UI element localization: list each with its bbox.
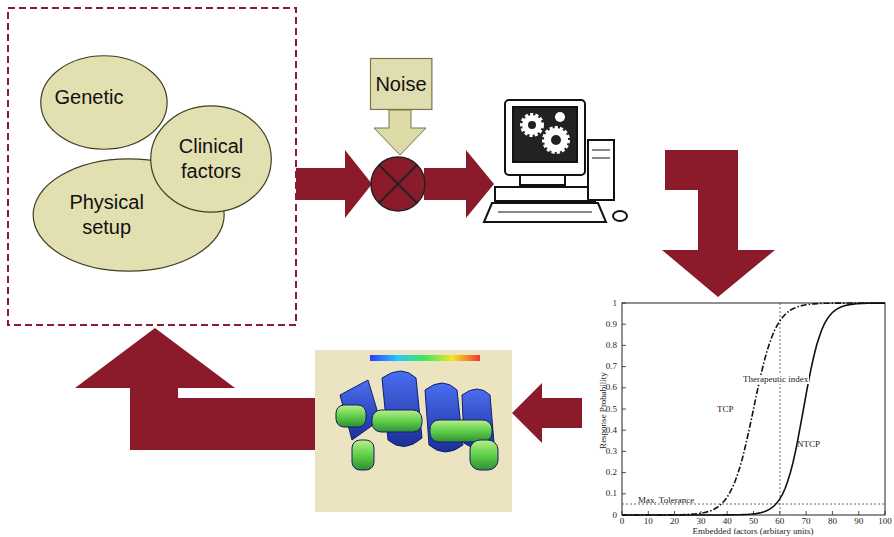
graph-label: 0.7 xyxy=(606,362,617,371)
graph-label: Therapeutic index xyxy=(742,375,809,384)
noise-box: Noise xyxy=(370,58,432,110)
graph-label: Max. Tolerance xyxy=(638,496,694,505)
tick-label: 10 xyxy=(644,517,653,526)
ntcp-curve xyxy=(622,303,885,515)
block-arrow xyxy=(424,150,494,218)
tick-label: 70 xyxy=(802,517,811,526)
tick-label: 0 xyxy=(620,517,625,526)
block-arrow xyxy=(662,150,775,297)
node-label: Noise xyxy=(375,72,426,97)
tcp-curve xyxy=(622,303,885,515)
graph-label: NTCP xyxy=(797,440,820,449)
graph-label: 0.6 xyxy=(606,383,617,392)
graph-label: 0.5 xyxy=(606,405,617,414)
graph-label: 0 xyxy=(613,511,618,520)
node-text-wrap: Noise xyxy=(375,72,426,97)
graph-label: 0.2 xyxy=(606,468,617,477)
graph-label: 1 xyxy=(613,299,618,308)
tick-label: 40 xyxy=(723,517,732,526)
node-outline xyxy=(150,105,272,213)
tick-label: 20 xyxy=(670,517,679,526)
node-label: Physical setup xyxy=(58,190,155,240)
tick-label: 100 xyxy=(878,517,892,526)
tick-label: 50 xyxy=(749,517,758,526)
computer-icon xyxy=(484,100,627,222)
graph-label: 0.1 xyxy=(606,489,617,498)
graph-label: TCP xyxy=(717,405,734,414)
node-label: Genetic xyxy=(54,85,123,110)
tick-label: 80 xyxy=(828,517,837,526)
graph-label: 0.3 xyxy=(606,447,617,456)
block-arrow xyxy=(512,383,582,443)
node-label: Clinical factors xyxy=(173,134,249,184)
factor-ellipse: Clinical factors xyxy=(150,105,272,213)
index-line xyxy=(780,303,781,515)
graph-label: Embedded factors (arbitary units) xyxy=(692,527,813,536)
tick-label: 90 xyxy=(854,517,863,526)
factor-ellipse: Genetic xyxy=(40,55,168,150)
node-text-wrap: Physical setup xyxy=(58,190,155,240)
graph-label: 0.9 xyxy=(606,320,617,329)
crankshaft-image xyxy=(315,350,512,512)
block-arrow xyxy=(75,328,315,450)
noise-arrow xyxy=(374,110,426,155)
tick-label: 60 xyxy=(775,517,784,526)
tick-label: 30 xyxy=(696,517,705,526)
dashed-region xyxy=(8,8,296,325)
summing-junction xyxy=(371,157,425,211)
node-text-wrap: Genetic xyxy=(54,85,123,110)
graph-label: 0.4 xyxy=(606,426,617,435)
axis-ticks xyxy=(622,303,885,515)
node-text-wrap: Clinical factors xyxy=(173,134,249,184)
graph-label: 0.8 xyxy=(606,341,617,350)
block-arrow xyxy=(296,150,372,218)
